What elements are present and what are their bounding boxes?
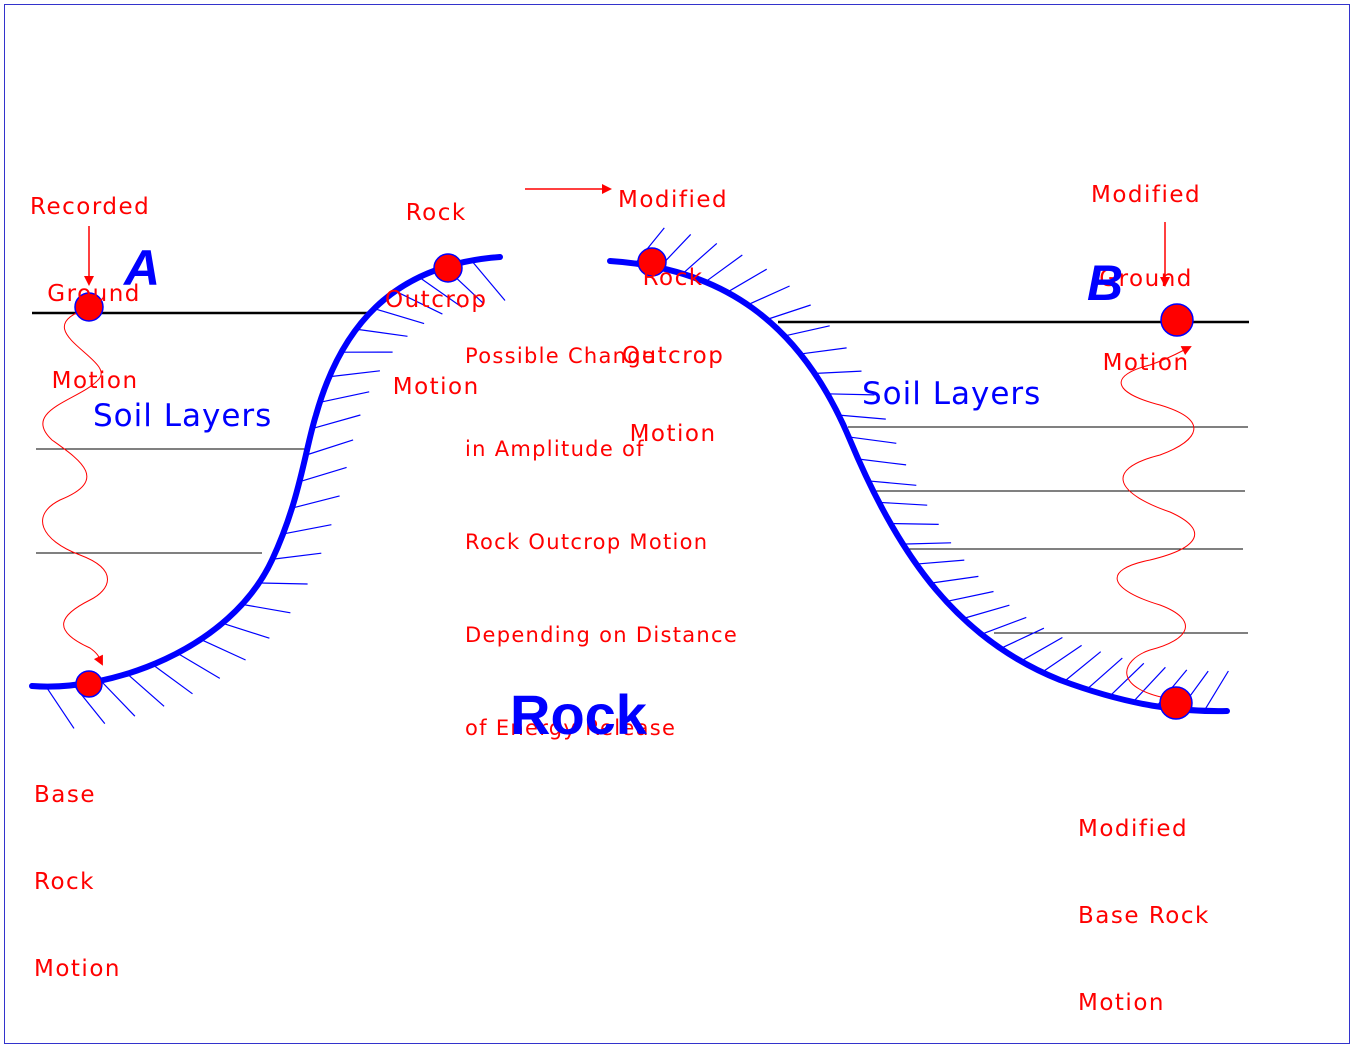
hatch-mark [224, 624, 270, 639]
hatch-mark [128, 675, 164, 707]
hatch-mark [765, 305, 810, 320]
label-line: Rock [34, 868, 121, 897]
hatch-mark [915, 560, 964, 564]
hatch-mark [1040, 645, 1081, 673]
hatch-mark [783, 326, 830, 337]
label-line: Motion [34, 955, 121, 984]
hatch-mark [260, 583, 307, 584]
hatch-mark [746, 286, 790, 306]
hatch-mark [284, 525, 332, 534]
hatch-mark [1108, 663, 1144, 697]
label-line: Modified [1091, 181, 1201, 209]
label-line: Base [34, 781, 121, 810]
hatch-mark [244, 605, 291, 613]
hatch-mark [300, 467, 347, 481]
label-line: Motion [40, 367, 150, 396]
hatch-mark [293, 496, 340, 508]
label-line: Motion [1078, 989, 1210, 1018]
hatch-mark [273, 553, 321, 559]
hatch-mark [838, 415, 886, 419]
label-line: Motion [1091, 349, 1201, 377]
hatch-mark [1085, 658, 1122, 691]
marker-base-rock-motion [76, 671, 102, 697]
label-soil-layers-right: Soil Layers [862, 376, 1041, 412]
hatch-mark [154, 665, 193, 693]
hatch-mark [999, 628, 1044, 649]
label-line: Recorded [30, 193, 150, 222]
hatch-mark [848, 437, 897, 444]
label-soil-layers-left: Soil Layers [93, 398, 272, 434]
hatch-mark [102, 682, 135, 717]
label-line: in Amplitude of [465, 434, 738, 465]
hatch-mark [799, 348, 847, 354]
hatch-mark [857, 459, 906, 465]
hatch-mark [1203, 671, 1228, 713]
label-site-a: A [124, 239, 160, 297]
label-line: Rock Outcrop Motion [465, 527, 738, 558]
hatch-mark [313, 415, 361, 428]
hatch-mark [980, 617, 1027, 635]
hatch-mark [1019, 638, 1062, 663]
hatch-mark [962, 605, 1010, 619]
label-line: Possible Change [465, 341, 738, 372]
hatch-mark [878, 502, 927, 505]
hatch-mark [330, 371, 380, 377]
label-line: Rock [385, 199, 487, 228]
hatch-mark [306, 440, 353, 455]
label-line: Depending on Distance [465, 620, 738, 651]
hatch-mark [867, 481, 916, 486]
label-site-b: B [1087, 254, 1123, 312]
label-base-rock-motion: Base Rock Motion [34, 723, 121, 1013]
label-modified-base-rock-motion: Modified Base Rock Motion [1078, 757, 1210, 1047]
label-line: Modified [618, 187, 728, 213]
marker-modified-base-rock-motion [1160, 687, 1192, 719]
hatch-mark [929, 576, 978, 583]
hatch-mark [202, 640, 246, 660]
label-rock: Rock [510, 682, 647, 747]
hatch-mark [1063, 652, 1101, 683]
hatch-mark [179, 654, 220, 679]
label-line: Base Rock [1078, 902, 1210, 931]
label-line: Modified [1078, 815, 1210, 844]
hatch-mark [902, 543, 952, 544]
hatch-mark [321, 392, 370, 402]
hatch-mark [813, 371, 861, 373]
hatch-mark [945, 592, 994, 602]
hatch-mark [889, 524, 938, 525]
